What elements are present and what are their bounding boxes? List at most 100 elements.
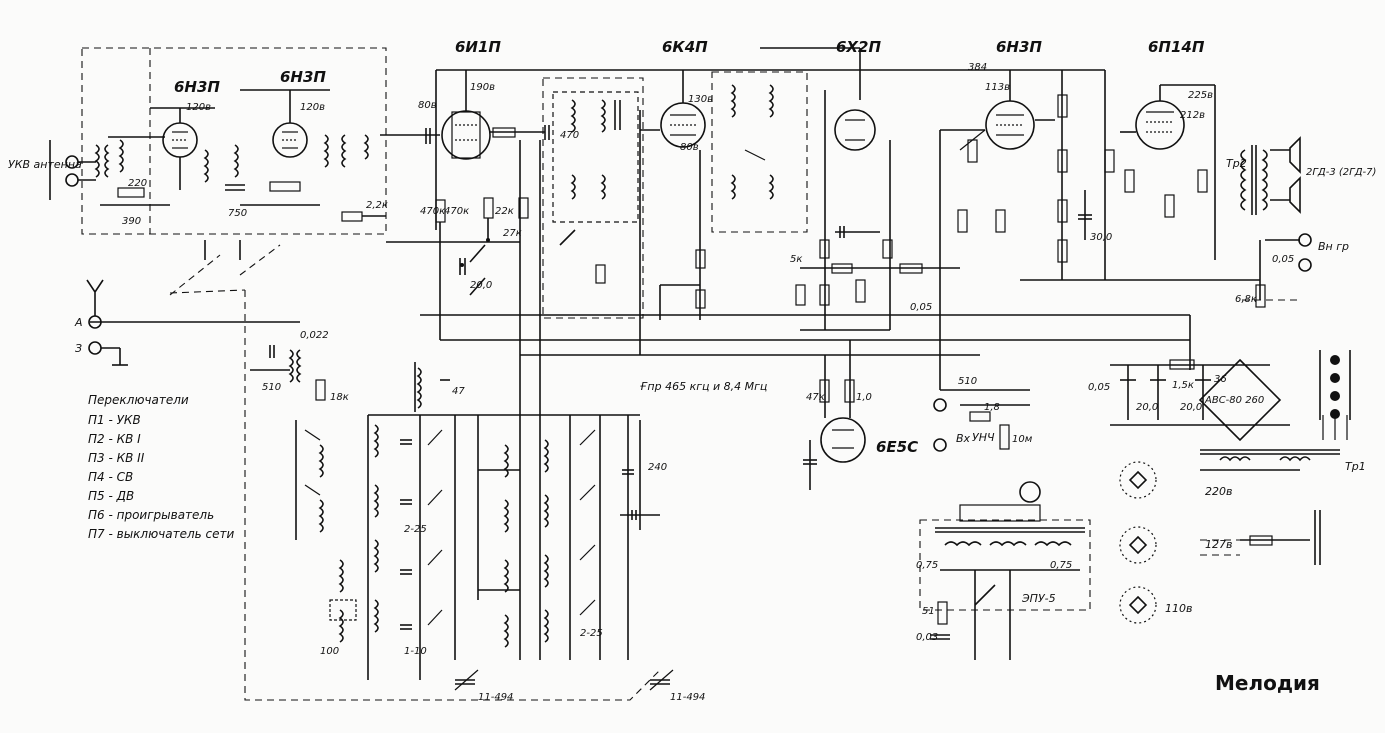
- speakers-label: 2ГД-3 (2ГД-7): [1306, 167, 1376, 178]
- pickup-label: Вх: [956, 432, 971, 445]
- legend-item: П7 - выключатель сети: [88, 527, 235, 541]
- value-label: 1,0: [856, 392, 872, 403]
- unch-label: УНЧ: [972, 431, 995, 444]
- value-label: 2-25: [404, 524, 427, 535]
- brand-label: Мелодия: [1215, 671, 1320, 695]
- pickup-terminal-1: [933, 398, 947, 412]
- ext-speaker-terminal-1: [1298, 233, 1312, 247]
- value-label: 6,8к: [1235, 294, 1257, 305]
- tuning-indicator: [803, 340, 866, 490]
- speaker-1-icon: [1289, 136, 1301, 174]
- value-label: 240: [648, 462, 667, 473]
- legend-item: П1 - УКВ: [88, 413, 141, 427]
- ukv-block: [49, 47, 420, 296]
- legend-item: П5 - ДВ: [88, 489, 134, 503]
- power-transformer-label: Тр1: [1345, 460, 1366, 473]
- tube-6x2p-envelope: [834, 109, 876, 151]
- value-label: 80в: [418, 100, 437, 111]
- tube-labels: 6Н3П 6Н3П 6И1П 6К4П 6Х2П 6Н3П 6П14П 6Е5С: [174, 38, 1205, 456]
- value-label: 0,03: [916, 632, 938, 643]
- value-label: 10м: [1012, 434, 1033, 445]
- tube-label-6: 6Н3П: [996, 38, 1042, 56]
- converter-stage: [420, 70, 550, 660]
- antenna-icon: [86, 279, 104, 316]
- ext-speaker-terminal-2: [1298, 258, 1312, 272]
- value-label: 5к: [790, 254, 802, 265]
- value-label: 510: [262, 382, 281, 393]
- value-label: 51: [922, 606, 935, 617]
- legend-item: П4 - СВ: [88, 470, 133, 484]
- value-label: 20,0: [1180, 402, 1202, 413]
- transformer-label: Тр2: [1226, 157, 1247, 170]
- value-label: 113в: [985, 82, 1010, 93]
- value-label: 0,022: [300, 330, 329, 341]
- value-label: 120в: [186, 102, 211, 113]
- value-label: 190в: [470, 82, 495, 93]
- value-label: 47к: [806, 392, 825, 403]
- legend-title: Переключатели: [88, 393, 189, 407]
- epu-label: ЭПУ-5: [1021, 592, 1056, 605]
- motor-icon: [1019, 481, 1041, 503]
- value-label: 510: [958, 376, 977, 387]
- tube-label-7: 6П14П: [1148, 38, 1205, 56]
- value-label: 1,8: [984, 402, 1000, 413]
- value-label: 27к: [503, 228, 522, 239]
- antenna-label: А: [74, 316, 83, 329]
- value-label: 11-494: [670, 692, 705, 703]
- ground-label: З: [75, 342, 82, 355]
- audio-preamp-stage: [939, 70, 1092, 390]
- rectifier-label: АВС-80 260: [1204, 395, 1264, 406]
- value-label: 390: [122, 216, 141, 227]
- value-label: 750: [228, 208, 247, 219]
- tube-label-8: 6Е5С: [876, 438, 918, 456]
- if-note: Ғпр 465 кгц и 8,4 Мгц: [640, 380, 767, 393]
- value-label: 470к: [420, 206, 445, 217]
- value-label: 22к: [495, 206, 514, 217]
- ground-terminal: [88, 341, 102, 355]
- value-label: 18к: [330, 392, 349, 403]
- value-label: 2,2к: [366, 200, 388, 211]
- value-label: 0,75: [1050, 560, 1072, 571]
- speaker-2-icon: [1289, 176, 1301, 214]
- tube-6i1p-envelope: [441, 110, 491, 160]
- pickup-terminal-2: [933, 438, 947, 452]
- value-label: 0,05: [1272, 254, 1294, 265]
- legend: Переключатели П1 - УКВ П2 - КВ I П3 - КВ…: [88, 393, 235, 541]
- value-label: 1-10: [404, 646, 427, 657]
- value-label: 0,75: [916, 560, 938, 571]
- tube-6e5s-envelope: [820, 417, 866, 463]
- voltage-110: 110в: [1165, 602, 1192, 615]
- component-values: 120в 120в 190в 80в 130в 80в 384 113в 225…: [122, 62, 1294, 703]
- value-label: 20,0: [1136, 402, 1158, 413]
- legend-item: П6 - проигрыватель: [88, 508, 214, 522]
- voltage-selector-127: [1119, 526, 1157, 564]
- ukv-antenna-label: УКВ антенна: [8, 158, 82, 171]
- value-label: 384: [968, 62, 987, 73]
- value-label: 212в: [1180, 110, 1205, 121]
- tube-label-4: 6К4П: [662, 38, 708, 56]
- tube-label-5: 6Х2П: [836, 38, 881, 56]
- value-label: 470к: [444, 206, 469, 217]
- power-supply: [1110, 350, 1351, 624]
- value-label: 1,5к: [1172, 380, 1194, 391]
- if-stage: [542, 70, 808, 355]
- value-label: 470: [560, 130, 579, 141]
- tube-6p14p-envelope: [1135, 100, 1185, 150]
- voltage-selector-110: [1119, 586, 1157, 624]
- value-label: 0,05: [1088, 382, 1110, 393]
- value-label: 20,0: [470, 280, 492, 291]
- value-label: 225в: [1188, 90, 1213, 101]
- legend-item: П2 - КВ I: [88, 432, 141, 446]
- supply-bus: [386, 47, 1260, 370]
- tube-label-1: 6Н3П: [174, 78, 220, 96]
- ukv-antenna-terminal-2: [65, 173, 79, 187]
- voltage-selector-220: [1119, 461, 1157, 499]
- pickup-block: [919, 389, 1091, 660]
- value-label: 2-25: [580, 628, 603, 639]
- value-label: 0,05: [910, 302, 932, 313]
- voltage-127: 127в: [1205, 538, 1232, 551]
- tube-label-3: 6И1П: [455, 38, 501, 56]
- legend-item: П3 - КВ II: [88, 451, 145, 465]
- value-label: 47: [452, 386, 465, 397]
